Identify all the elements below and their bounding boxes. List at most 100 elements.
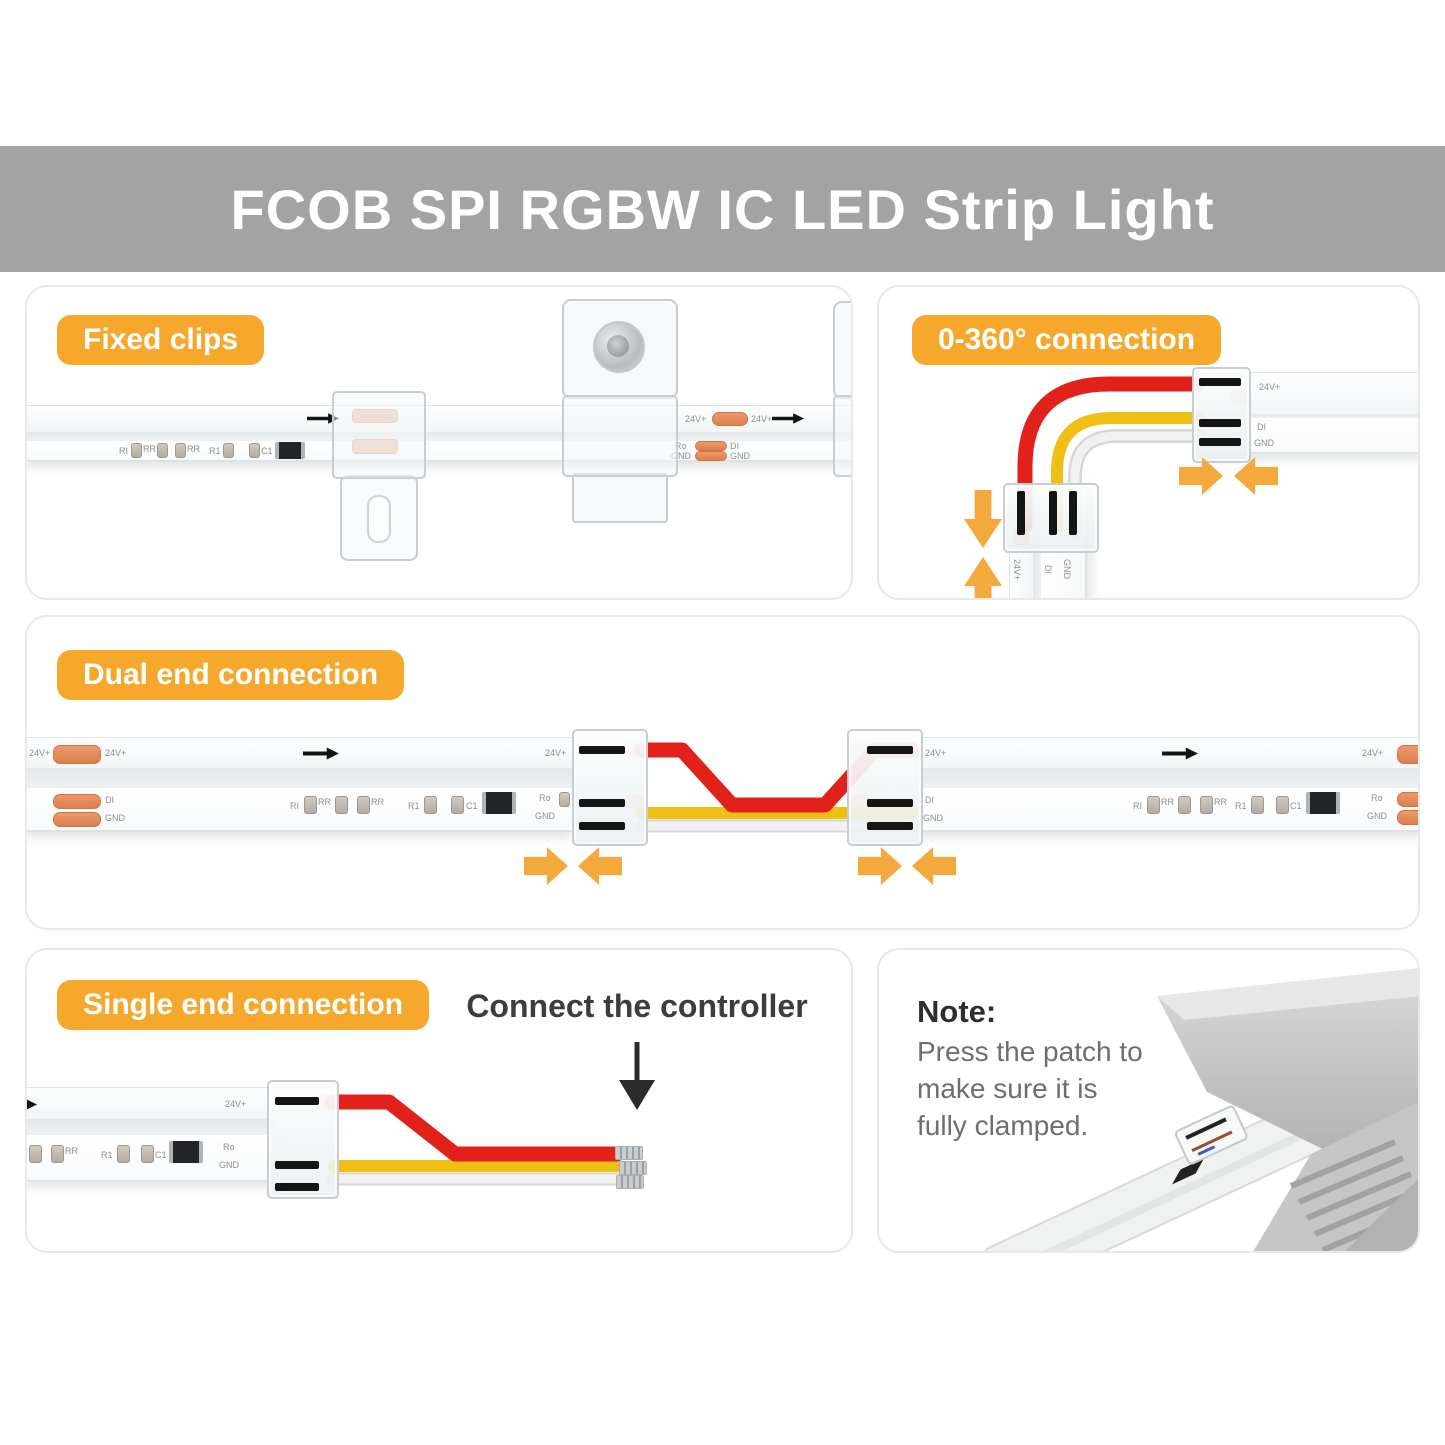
arrow-right-icon (27, 1098, 37, 1111)
component-label: RR (1161, 797, 1174, 808)
pad-label-gnd: GND (730, 451, 750, 462)
pad-label-di: DI (1257, 422, 1266, 433)
pad-label-24v: 24V+ (1362, 748, 1384, 758)
component-label: RI (119, 446, 128, 457)
pad-label-gnd: GND (219, 1160, 239, 1171)
connect-controller-heading: Connect the controller (466, 988, 808, 1024)
note-title: Note: (917, 994, 997, 1029)
pad-label-di: DI (925, 795, 934, 806)
resistor (1276, 796, 1289, 815)
connector-pin (1069, 491, 1077, 535)
press-arrow-up-icon (964, 557, 1002, 598)
pad-label-24v: 24V+ (1259, 382, 1281, 392)
title-banner: FCOB SPI RGBW IC LED Strip Light (0, 146, 1445, 272)
strip-top-face: 24V+ (27, 1087, 275, 1119)
pad-label-24v: 24V+ (225, 1099, 247, 1109)
led-strip: 24V+ 24V+ 24V+ DI GND RI RR RR R1 (27, 737, 572, 832)
resistor (131, 443, 142, 459)
pad-label-24v: 24V+ (1012, 559, 1022, 581)
connector-pin (275, 1183, 319, 1191)
screw-center (607, 335, 629, 357)
led-strip: 24V+ 24V+ DI GND RI RR RR R1 C1 Ro (919, 737, 1418, 832)
ic-chip (169, 1141, 203, 1164)
clip-slot (367, 495, 391, 543)
pad-label-24v: 24V+ (105, 748, 127, 758)
strip-side (1201, 414, 1418, 419)
copper-pad (1397, 810, 1418, 826)
clip-tab (572, 473, 668, 523)
connector-pin (867, 746, 913, 754)
connector-pin (579, 822, 625, 830)
pad-label-di: DI (1043, 565, 1053, 574)
resistor (249, 443, 260, 459)
pad-label-24v: 24V+ (925, 748, 947, 758)
panel-dual-end-connection: Dual end connection 24V+ 24V+ 24V+ DI GN… (25, 615, 1420, 930)
component-label: RI (1133, 801, 1142, 812)
pad-label-ro: Ro (539, 793, 551, 804)
component-label: RI (290, 801, 299, 812)
wire-tip (615, 1146, 643, 1160)
fixing-clip (332, 391, 426, 479)
component-label: RR (143, 444, 156, 455)
screw-plate (833, 301, 851, 399)
fixing-clip (833, 395, 851, 477)
copper-pad (53, 745, 101, 764)
component-label: RR (65, 1146, 78, 1157)
led-strip: 24V+ 24V+ RI RR RR R1 C1 Ro DI GND (27, 405, 851, 462)
arrow-right-icon (772, 413, 804, 424)
resistor (357, 796, 370, 815)
resistor (451, 796, 464, 815)
copper-pad (695, 441, 727, 452)
connector-pin (1017, 491, 1025, 535)
component-label: R1 (209, 446, 221, 457)
copper-pad (53, 812, 101, 828)
note-line: make sure it is (917, 1073, 1098, 1104)
resistor (51, 1145, 64, 1164)
strip-side (27, 1118, 275, 1136)
component-label: C1 (1290, 801, 1302, 812)
pad-label-24v: 24V+ (685, 414, 707, 424)
connector-pin (867, 822, 913, 830)
dual-end-connection-label: Dual end connection (57, 650, 405, 700)
wire-tip (619, 1161, 647, 1175)
page-title: FCOB SPI RGBW IC LED Strip Light (230, 177, 1215, 241)
arrow-right-icon (1162, 747, 1198, 760)
strip-bottom-face: DI GND RI RR RR R1 C1 Ro GND (919, 788, 1418, 832)
arrow-right-icon (307, 413, 339, 424)
strip-bottom-face: RI RR RR R1 C1 Ro DI GND GND (27, 441, 851, 462)
panel-single-end-connection: Single end connection Connect the contro… (25, 948, 853, 1253)
resistor (223, 443, 234, 459)
strip-top-face: 24V+ 24V+ (27, 405, 851, 432)
panel-0-360-connection: 0-360° connection 24V+ DI GND 24V+ DI GN… (877, 285, 1420, 600)
pad-label-ro: Ro (675, 441, 687, 452)
pad-label-gnd: GND (671, 451, 691, 462)
note-line: fully clamped. (917, 1110, 1089, 1141)
pad-label-di: DI (105, 795, 114, 806)
fixed-clips-label: Fixed clips (57, 315, 265, 365)
connector-pin (1199, 378, 1241, 386)
copper-pad (1397, 745, 1418, 764)
connector-pin (867, 799, 913, 807)
press-arrow-left-icon (912, 847, 956, 885)
arrow-right-icon (303, 747, 339, 760)
pad-label-gnd: GND (1367, 811, 1387, 822)
press-arrow-down-icon (964, 490, 1002, 548)
pad-label-gnd: GND (1254, 438, 1274, 449)
strip-top-face: 24V+ 24V+ (919, 737, 1418, 769)
resistor (117, 1145, 130, 1164)
resistor (335, 796, 348, 815)
resistor (175, 443, 186, 459)
strip-side (27, 768, 572, 789)
press-arrow-left-icon (578, 847, 622, 885)
strip-side (27, 431, 851, 442)
resistor (1251, 796, 1264, 815)
component-label: C1 (466, 801, 478, 812)
resistor (141, 1145, 154, 1164)
resistor (424, 796, 437, 815)
pad-label-24v: 24V+ (751, 414, 773, 424)
pad-label-di: DI (730, 441, 739, 452)
component-label: R1 (408, 801, 420, 812)
0-360-connection-label: 0-360° connection (912, 315, 1222, 365)
pad-label-24v: 24V+ (545, 748, 567, 758)
